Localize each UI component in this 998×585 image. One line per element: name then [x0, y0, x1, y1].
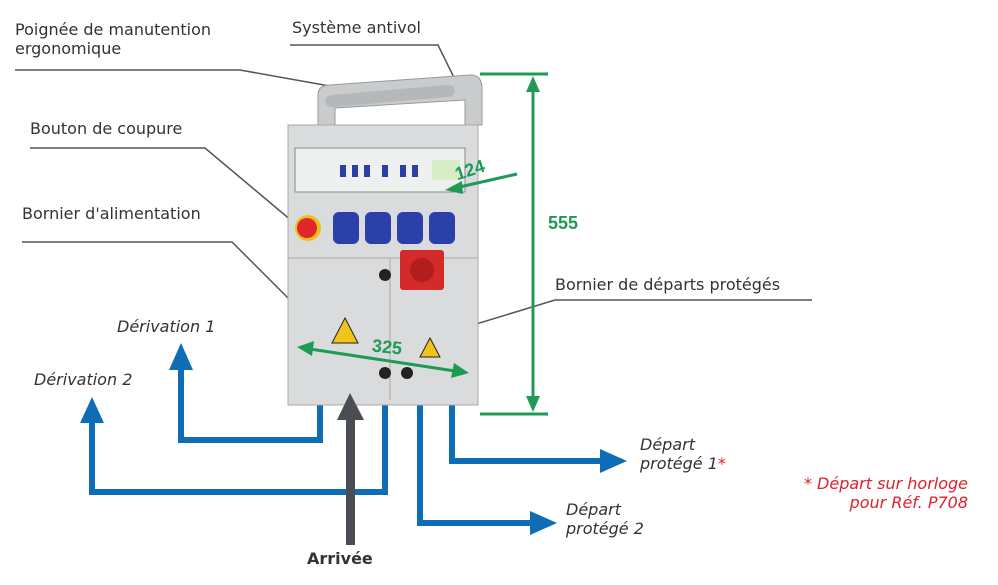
flow-depart2: [417, 400, 535, 526]
label-derivation1: Dérivation 1: [117, 317, 216, 336]
warning-icon: [331, 316, 359, 344]
label-antitheft: Système antivol: [292, 18, 421, 37]
warning-icon: [419, 336, 441, 358]
label-supply-terminal: Bornier d'alimentation: [22, 204, 201, 223]
flow-depart1: [449, 400, 605, 464]
arrow-derivation1-icon: [169, 343, 193, 370]
flow-derivation2: [89, 385, 388, 495]
flow-derivation1: [178, 365, 323, 443]
handle: [325, 84, 455, 108]
leader-protected: [449, 299, 812, 333]
label-derivation2: Dérivation 2: [34, 370, 133, 389]
note-timer: * Départ sur horloge pour Réf. P708: [803, 474, 968, 512]
dimension-height: 555: [548, 213, 579, 233]
dimension-width: 325: [371, 335, 404, 359]
label-depart1: Départ protégé 1*: [640, 435, 726, 473]
arrow-derivation2-icon: [80, 397, 104, 423]
cutoff-button: [297, 218, 317, 238]
arrow-depart2-icon: [530, 511, 557, 535]
label-depart2: Départ protégé 2: [566, 500, 644, 538]
label-protected-terminal: Bornier de départs protégés: [555, 275, 781, 294]
sockets: [333, 212, 455, 244]
arrow-depart1-icon: [600, 449, 627, 473]
label-arrival: Arrivée: [307, 549, 373, 568]
label-handle: Poignée de manutention ergonomique: [15, 20, 212, 58]
dimension-lines: [297, 72, 548, 416]
leader-cutoff: [30, 147, 306, 233]
label-cutoff-button: Bouton de coupure: [30, 119, 183, 138]
distribution-box: [287, 74, 483, 406]
arrow-arrival-icon: [337, 393, 364, 420]
